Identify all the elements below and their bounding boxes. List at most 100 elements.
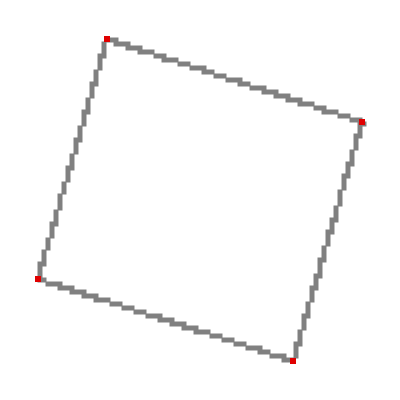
edge-segment — [173, 57, 179, 63]
edge-segment — [125, 45, 131, 51]
edge-segment — [329, 229, 335, 235]
edge-segment — [301, 325, 307, 331]
edge-segment — [73, 141, 79, 147]
edge-segment — [93, 77, 99, 83]
edge-segment — [193, 65, 199, 71]
edge-segment — [69, 165, 75, 171]
edge-segment — [193, 329, 199, 335]
edge-segment — [305, 309, 311, 315]
edge-segment — [205, 69, 211, 75]
edge-segment — [265, 89, 271, 95]
edge-1 — [105, 37, 367, 127]
edge-segment — [65, 177, 71, 183]
edge-segment — [145, 49, 151, 55]
edge-segment — [277, 353, 283, 359]
edge-segment — [81, 289, 87, 295]
edge-segment — [313, 277, 319, 283]
edge-segment — [93, 73, 99, 79]
edge-segment — [61, 181, 67, 187]
edge-segment — [317, 269, 323, 275]
edge-segment — [301, 321, 307, 327]
edge-segment — [145, 313, 151, 319]
edge-segment — [197, 329, 203, 335]
edge-segment — [221, 73, 227, 79]
edge-segment — [53, 281, 59, 287]
edge-segment — [53, 209, 59, 215]
edge-segment — [45, 281, 51, 287]
edge-segment — [269, 353, 275, 359]
edge-segment — [125, 305, 131, 311]
edges-group — [37, 37, 367, 363]
edge-segment — [273, 93, 279, 99]
edge-segment — [69, 285, 75, 291]
edge-segment — [89, 93, 95, 99]
edge-segment — [349, 161, 355, 167]
edge-segment — [313, 281, 319, 287]
edge-segment — [137, 49, 143, 55]
edge-segment — [309, 289, 315, 295]
edge-segment — [93, 81, 99, 87]
edge-segment — [357, 125, 363, 131]
edge-segment — [341, 113, 347, 119]
edge-segment — [153, 313, 159, 319]
edge-segment — [53, 213, 59, 219]
edge-segment — [69, 289, 75, 295]
edge-segment — [233, 341, 239, 347]
edge-segment — [97, 53, 103, 59]
edge-segment — [305, 301, 311, 307]
edge-segment — [85, 101, 91, 107]
edge-segment — [181, 325, 187, 331]
edge-segment — [61, 189, 67, 195]
edge-segment — [293, 345, 299, 351]
edge-segment — [273, 89, 279, 95]
edge-segment — [97, 57, 103, 63]
edge-segment — [133, 309, 139, 315]
edge-segment — [301, 101, 307, 107]
edge-segment — [333, 213, 339, 219]
edge-4 — [37, 37, 111, 283]
edge-segment — [105, 297, 111, 303]
edge-segment — [333, 109, 339, 115]
edge-segment — [53, 221, 59, 227]
edge-segment — [77, 129, 83, 135]
edge-segment — [261, 89, 267, 95]
edge-segment — [333, 217, 339, 223]
edge-segment — [97, 65, 103, 71]
edge-segment — [57, 281, 63, 287]
edge-segment — [321, 257, 327, 263]
edge-segment — [157, 313, 163, 319]
edge-segment — [313, 285, 319, 291]
edge-segment — [341, 185, 347, 191]
edge-segment — [301, 317, 307, 323]
edge-segment — [349, 149, 355, 155]
edge-segment — [161, 53, 167, 59]
edge-segment — [57, 285, 63, 291]
edge-3 — [37, 277, 295, 363]
edge-segment — [169, 321, 175, 327]
edge-segment — [257, 345, 263, 351]
edge-segment — [341, 177, 347, 183]
edge-segment — [225, 77, 231, 83]
edge-segment — [61, 285, 67, 291]
edge-segment — [353, 141, 359, 147]
edge-segment — [161, 57, 167, 63]
edge-segment — [157, 53, 163, 59]
edge-segment — [241, 81, 247, 87]
edge-segment — [85, 293, 91, 299]
edge-segment — [245, 81, 251, 87]
edge-segment — [281, 357, 287, 363]
edge-segment — [73, 149, 79, 155]
edge-segment — [177, 321, 183, 327]
edge-segment — [37, 269, 43, 275]
edge-segment — [121, 41, 127, 47]
edge-segment — [213, 73, 219, 79]
edge-segment — [353, 145, 359, 151]
edge-segment — [229, 337, 235, 343]
edge-segment — [129, 45, 135, 51]
edge-segment — [349, 153, 355, 159]
edge-segment — [81, 113, 87, 119]
edge-segment — [41, 261, 47, 267]
edge-segment — [137, 309, 143, 315]
edge-segment — [101, 53, 107, 59]
edge-segment — [297, 337, 303, 343]
